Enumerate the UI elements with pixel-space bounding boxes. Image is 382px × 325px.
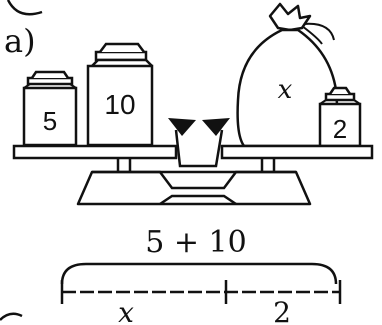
- top-sum-label: 5 + 10: [145, 225, 246, 260]
- weight-2: 2: [320, 88, 360, 146]
- weight-10-label: 10: [104, 89, 135, 120]
- part-label: a): [4, 22, 36, 60]
- weight-5-label: 5: [43, 106, 57, 136]
- segment-x-label: x: [118, 296, 134, 325]
- sum-brace: [62, 264, 336, 284]
- bottom-corner-arc: [0, 314, 22, 320]
- segment-2-label: 2: [273, 296, 291, 325]
- weight-10: 10: [88, 44, 152, 145]
- weight-5: 5: [24, 72, 76, 145]
- segment-line: [62, 280, 340, 304]
- top-corner-arc: [8, 0, 42, 14]
- sack-label: x: [278, 75, 293, 105]
- weight-2-label: 2: [333, 114, 347, 144]
- balance-base: [78, 172, 310, 204]
